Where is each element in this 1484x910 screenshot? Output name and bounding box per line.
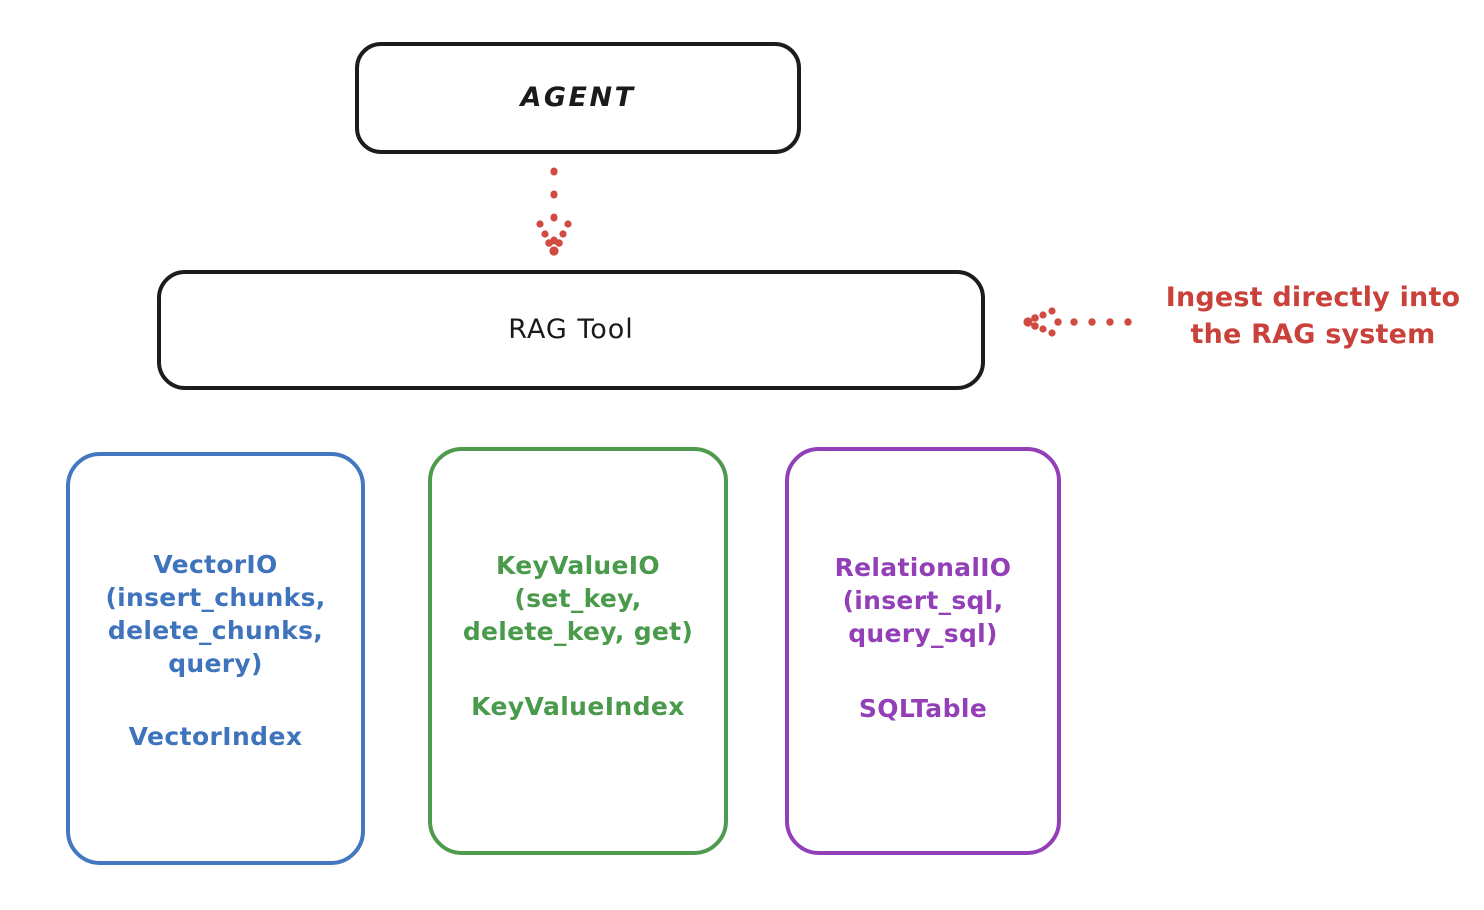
node-agent-label: AGENT <box>520 82 636 114</box>
node-key-value-io-content: KeyValueIO (set_key, delete_key, get) Ke… <box>432 451 724 721</box>
node-relational-io[interactable]: RelationalIO (insert_sql, query_sql) SQL… <box>785 447 1061 855</box>
node-vector-io-sublabel: VectorIndex <box>128 722 303 751</box>
node-relational-io-label: RelationalIO (insert_sql, query_sql) <box>834 553 1012 648</box>
node-vector-io-label: VectorIO (insert_chunks, delete_chunks, … <box>105 550 326 678</box>
node-vector-io[interactable]: VectorIO (insert_chunks, delete_chunks, … <box>66 452 365 865</box>
annotation-ingest-label: Ingest directly into the RAG system <box>1165 282 1461 351</box>
node-key-value-io-label: KeyValueIO (set_key, delete_key, get) <box>462 551 694 646</box>
node-relational-io-content: RelationalIO (insert_sql, query_sql) SQL… <box>789 451 1057 723</box>
node-key-value-io[interactable]: KeyValueIO (set_key, delete_key, get) Ke… <box>428 447 728 855</box>
edge-agent-to-rag-tool <box>536 167 572 256</box>
node-agent[interactable]: AGENT <box>355 42 801 154</box>
node-key-value-io-sublabel: KeyValueIndex <box>471 692 685 721</box>
node-rag-tool-label: RAG Tool <box>508 314 634 346</box>
node-relational-io-sublabel: SQLTable <box>858 694 988 723</box>
edge-ingest-to-rag-tool <box>1023 307 1132 337</box>
node-rag-tool[interactable]: RAG Tool <box>157 270 985 390</box>
node-vector-io-content: VectorIO (insert_chunks, delete_chunks, … <box>70 456 361 751</box>
